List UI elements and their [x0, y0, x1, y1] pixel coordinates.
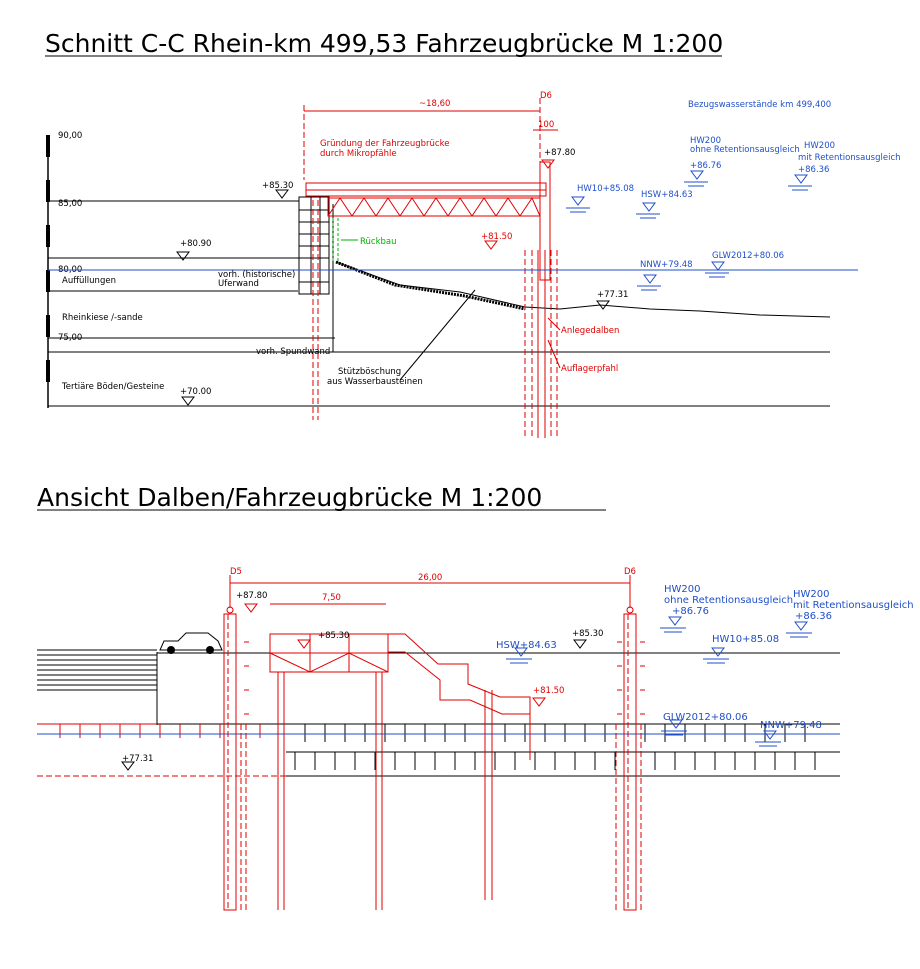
- dim-750-label: 7,50: [322, 593, 341, 603]
- revetment-label-2: aus Wasserbausteinen: [327, 377, 423, 387]
- elevation-7731-view: +77.31: [122, 754, 153, 764]
- bearing-pile-label: Auflagerpfahl: [561, 364, 618, 374]
- layer-fill: Auffüllungen: [62, 276, 116, 286]
- founding-note-2: durch Mikropfähle: [320, 149, 397, 159]
- hw200b-line2: mit Retentionsausgleich: [798, 153, 901, 163]
- hw200a-line1: HW200: [690, 136, 721, 146]
- quay-wall-label-1: vorh. (historische): [218, 270, 295, 280]
- hw200b-line2-view: mit Retentionsausgleich: [793, 600, 914, 611]
- section1-title: Schnitt C-C Rhein-km 499,53 Fahrzeugbrüc…: [45, 29, 723, 58]
- vehicle-bridge-view: [269, 633, 531, 910]
- hw200b-line3-view: +86.36: [795, 611, 832, 622]
- scale-label-85: 85,00: [58, 199, 82, 209]
- section2-title: Ansicht Dalben/Fahrzeugbrücke M 1:200: [37, 483, 542, 512]
- red-elevation-markers: [484, 159, 555, 250]
- dolphin-d5: [223, 606, 249, 911]
- layer-gravel: Rheinkiese /-sande: [62, 313, 143, 323]
- nnw-label-view: NNW+79.48: [760, 720, 822, 731]
- hw200a-line2-view: ohne Retentionsausgleich: [664, 595, 793, 606]
- elevation-view: Ansicht Dalben/Fahrzeugbrücke M 1:200: [37, 483, 914, 911]
- demolition-label: Rückbau: [360, 237, 397, 247]
- hw200b-line1-view: HW200: [793, 589, 830, 600]
- elevation-7731: +77.31: [597, 290, 628, 300]
- elevation-8090: +80.90: [180, 239, 211, 249]
- d6-label-view: D6: [624, 567, 636, 577]
- historic-quay-wall: [298, 196, 334, 352]
- elevation-8150-view: +81.50: [533, 686, 564, 696]
- water-level-symbols: [566, 170, 812, 291]
- elevation-8780: +87.80: [544, 148, 575, 158]
- glw-label: GLW2012+80.06: [712, 251, 784, 261]
- elevation-8780-view: +87.80: [236, 591, 267, 601]
- nnw-label: NNW+79.48: [640, 260, 693, 270]
- elevation-7000: +70.00: [180, 387, 211, 397]
- hw200a-line2: ohne Retentionsausgleich: [690, 145, 800, 155]
- revetment-label-1: Stützböschung: [338, 367, 401, 377]
- scale-label-90: 90,00: [58, 131, 82, 141]
- hw200a-line3-view: +86.76: [672, 606, 709, 617]
- hw200a-line3: +86.76: [690, 161, 721, 171]
- hw10-label-view: HW10+85.08: [712, 634, 779, 645]
- hw200b-line3: +86.36: [798, 165, 829, 175]
- river-bed-line: [335, 261, 831, 318]
- red-elevation-markers-view: [244, 603, 546, 707]
- hw200b-line1: HW200: [804, 141, 835, 151]
- quay-foundation: [37, 723, 840, 777]
- mooring-dolphin-label: Anlegedalben: [561, 326, 619, 336]
- revetment-stones: [335, 260, 526, 311]
- dim-2600-label: 26,00: [418, 573, 442, 583]
- water-level-symbols-view: [506, 616, 812, 747]
- founding-note-1: Gründung der Fahrzeugbrücke: [320, 139, 449, 149]
- ground-layers: [48, 200, 831, 407]
- hw200a-line1-view: HW200: [664, 584, 701, 595]
- elevation-markers: [176, 189, 610, 406]
- d5-label: D5: [230, 567, 242, 577]
- elevation-8530-b: +85.30: [572, 629, 603, 639]
- elevation-markers-view: [121, 639, 587, 771]
- car-icon: [159, 632, 223, 654]
- elevation-8530-a: +85.30: [318, 631, 349, 641]
- section-cut-view: Schnitt C-C Rhein-km 499,53 Fahrzeugbrüc…: [45, 29, 901, 438]
- dalben-d6-label: D6: [540, 91, 552, 101]
- elevation-8530: +85.30: [262, 181, 293, 191]
- hsw-label: HSW+84.63: [641, 190, 693, 200]
- reference-levels-title: Bezugswasserstände km 499,400: [688, 100, 831, 110]
- dim-100-label: 100: [538, 120, 554, 130]
- dim-span-label: ~18,60: [419, 99, 450, 109]
- quay-wall-label-2: Uferwand: [218, 279, 259, 289]
- elevation-8150: +81.50: [481, 232, 512, 242]
- sheet-pile-label: vorh. Spundwand: [256, 347, 330, 357]
- glw-label-view: GLW2012+80.06: [663, 712, 748, 723]
- hsw-label-view: HSW+84.63: [496, 640, 557, 651]
- dolphin-d6-view: [615, 606, 645, 911]
- vehicle-bridge-section: [303, 98, 561, 438]
- hw10-label: HW10+85.08: [577, 184, 634, 194]
- layer-tertiary: Tertiäre Böden/Gesteine: [61, 382, 164, 392]
